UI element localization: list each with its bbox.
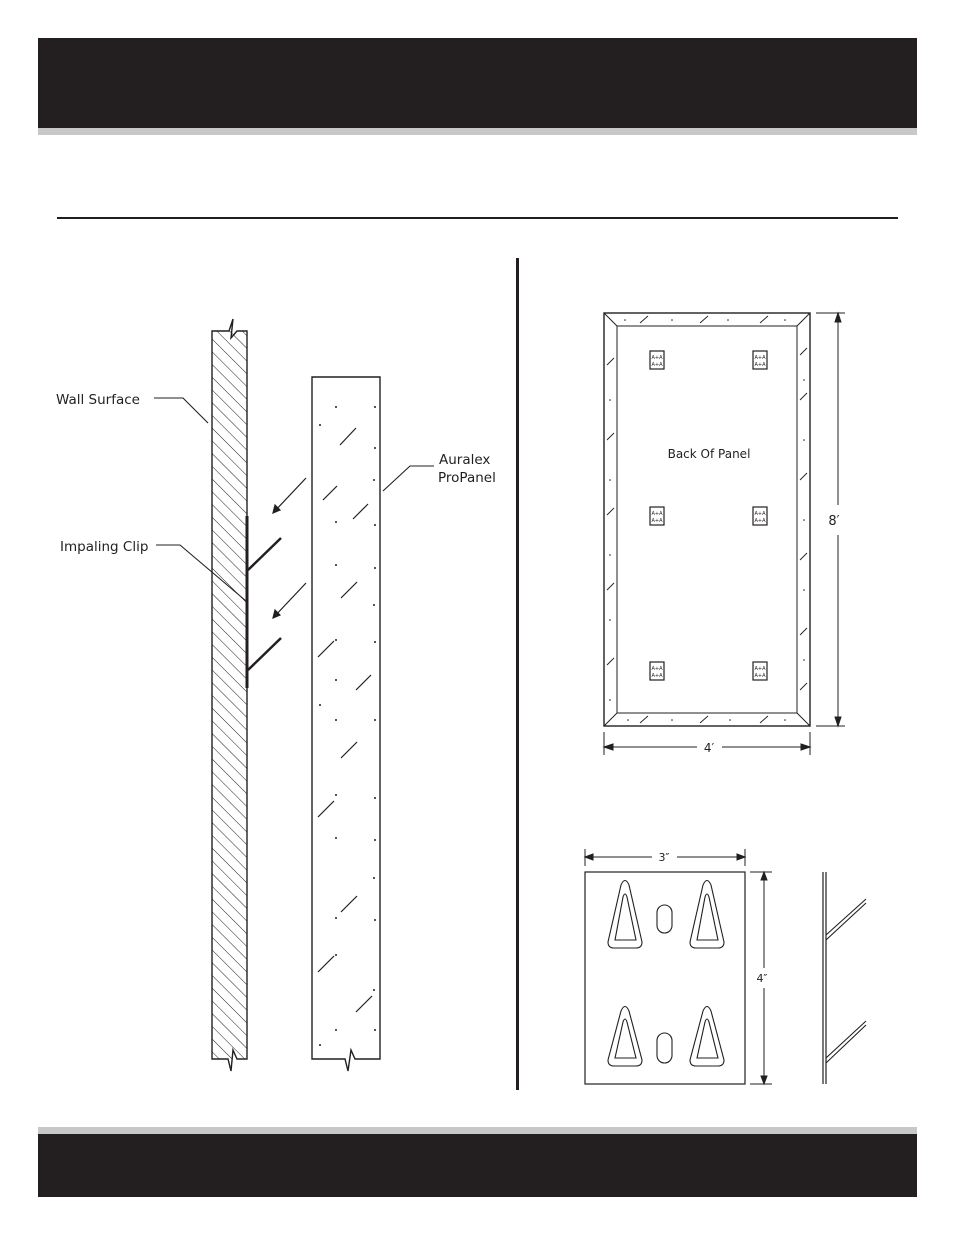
clip-plate [585,872,745,1084]
back-of-panel-label: Back Of Panel [668,447,751,461]
panel-label-line1: Auralex [439,452,490,468]
leader-lines [154,398,434,601]
clip-side-view [823,872,866,1084]
svg-text:A+A: A+A [651,511,663,517]
section-view: Wall Surface Impaling Clip Auralex ProPa… [56,319,496,1071]
clip-icon: A+A A+A [753,351,767,369]
clip-icon: A+A A+A [650,662,664,680]
svg-text:A+A: A+A [651,355,663,361]
wall-surface-label: Wall Surface [56,392,140,408]
svg-text:A+A: A+A [651,518,663,524]
svg-text:A+A: A+A [754,355,766,361]
height-dimension-label: 8′ [828,514,839,529]
clip-height-label: 4″ [756,972,767,985]
clip-width-label: 3″ [658,851,669,864]
svg-text:A+A: A+A [754,518,766,524]
svg-text:A+A: A+A [754,673,766,679]
impaling-clip-label: Impaling Clip [60,539,148,555]
impaling-clip-section [247,516,281,688]
width-dimension-label: 4′ [704,741,715,755]
svg-text:A+A: A+A [651,666,663,672]
clip-icon: A+A A+A [753,662,767,680]
propanel-section [312,377,380,1071]
clip-icon: A+A A+A [753,507,767,525]
svg-text:A+A: A+A [651,362,663,368]
clip-icon: A+A A+A [650,507,664,525]
panel-back-view: A+A A+A A+A A+A A+A A+A A+A A+A A+A [604,313,845,755]
direction-arrows [273,478,306,618]
clip-icon: A+A A+A [650,351,664,369]
svg-text:A+A: A+A [754,362,766,368]
wall-section [212,319,247,1071]
svg-text:A+A: A+A [754,666,766,672]
svg-text:A+A: A+A [754,511,766,517]
clip-detail: 3″ 4″ [585,849,866,1084]
svg-text:A+A: A+A [651,673,663,679]
panel-label-line2: ProPanel [438,470,496,486]
